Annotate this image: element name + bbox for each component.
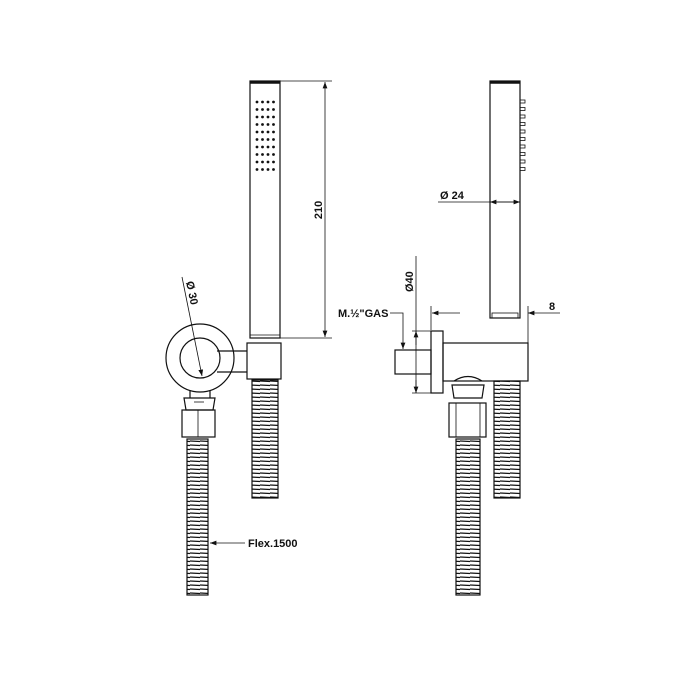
nozzle-dot	[261, 145, 264, 149]
nozzle-dot	[255, 138, 259, 141]
nozzle-dot	[261, 138, 264, 141]
nozzle-dot	[255, 153, 259, 156]
nozzle-dot	[272, 123, 275, 126]
nozzle-dot	[255, 100, 259, 104]
wall-bracket	[394, 330, 529, 394]
handle-diameter-dimension: Ø 24	[438, 190, 520, 205]
nozzle-dot	[272, 168, 275, 171]
flange-diameter-dimension: Ø40	[404, 256, 431, 394]
nozzle-bump	[519, 137, 526, 141]
nozzle-dot	[272, 153, 275, 156]
depth-dimension: 8	[430, 301, 560, 343]
nozzle-dot	[255, 168, 259, 171]
hand-shower-front	[249, 80, 281, 339]
thread-label: M.½"GAS	[338, 308, 388, 320]
nozzle-dot	[266, 115, 270, 119]
connector-nut-right	[448, 375, 487, 438]
nozzle-dot	[272, 115, 275, 119]
hand-shower-side	[489, 80, 526, 319]
shower-hose-stub-left	[251, 379, 279, 499]
shower-hose-stub-right	[493, 380, 521, 499]
flex-hose-label: Flex.1500	[248, 538, 298, 550]
nozzle-dot	[266, 130, 270, 134]
nozzle-dot	[272, 108, 275, 111]
nozzle-dot	[266, 108, 270, 111]
nozzle-dot	[266, 123, 270, 126]
nozzle-dot	[255, 160, 259, 164]
nozzle-dot	[255, 108, 259, 111]
side-view: Ø 24 Ø40 M.½"GAS 8	[338, 80, 560, 596]
nozzle-dot	[266, 153, 270, 156]
nozzle-dot	[261, 130, 264, 134]
nozzle-dot	[272, 130, 275, 134]
handle-diameter-label: Ø 24	[440, 190, 465, 202]
nozzle-dot	[255, 130, 259, 134]
nozzle-dot	[272, 138, 275, 141]
nozzle-dot	[261, 168, 264, 171]
nozzle-dot	[261, 115, 264, 119]
nozzle-bump	[519, 129, 526, 134]
nozzle-bump	[519, 167, 526, 171]
nozzle-dot	[272, 160, 275, 164]
nozzle-dot	[261, 123, 264, 126]
nozzle-dot	[261, 160, 264, 164]
nozzle-dot	[261, 153, 264, 156]
flex-hose-right	[455, 438, 481, 596]
nozzle-bump	[519, 152, 526, 156]
nozzle-dot	[266, 100, 270, 104]
nozzle-bump	[519, 159, 526, 164]
nozzle-bump	[519, 144, 526, 149]
hose-label: Flex.1500	[210, 538, 298, 550]
connector-nut-left	[181, 390, 216, 438]
nozzle-dot	[272, 145, 275, 149]
flange-diameter-label: Ø40	[404, 271, 416, 292]
length-dimension: 210	[280, 80, 332, 339]
nozzle-dot	[255, 123, 259, 126]
spray-nozzles	[255, 100, 275, 171]
nozzle-bump	[519, 99, 526, 104]
thread-label-group: M.½"GAS	[338, 308, 406, 349]
nozzle-bump	[519, 122, 526, 126]
nozzle-dot	[266, 145, 270, 149]
nozzle-dot	[272, 100, 275, 104]
flex-hose-left	[186, 438, 209, 596]
nozzle-dot	[261, 108, 264, 111]
nozzle-bump	[519, 114, 526, 119]
front-view: 210 Ø 30 Flex.1500	[165, 80, 332, 596]
nozzle-dot	[255, 115, 259, 119]
length-dim-label: 210	[313, 201, 325, 219]
nozzle-dot	[266, 138, 270, 141]
spray-buttons-side	[519, 99, 526, 171]
nozzle-dot	[266, 160, 270, 164]
nozzle-dot	[255, 145, 259, 149]
ring-diameter-label: Ø 30	[183, 280, 200, 306]
nozzle-dot	[261, 100, 264, 104]
nozzle-dot	[266, 168, 270, 171]
nozzle-bump	[519, 107, 526, 111]
wall-ring: Ø 30	[165, 276, 282, 393]
depth-dim-label: 8	[549, 301, 555, 313]
